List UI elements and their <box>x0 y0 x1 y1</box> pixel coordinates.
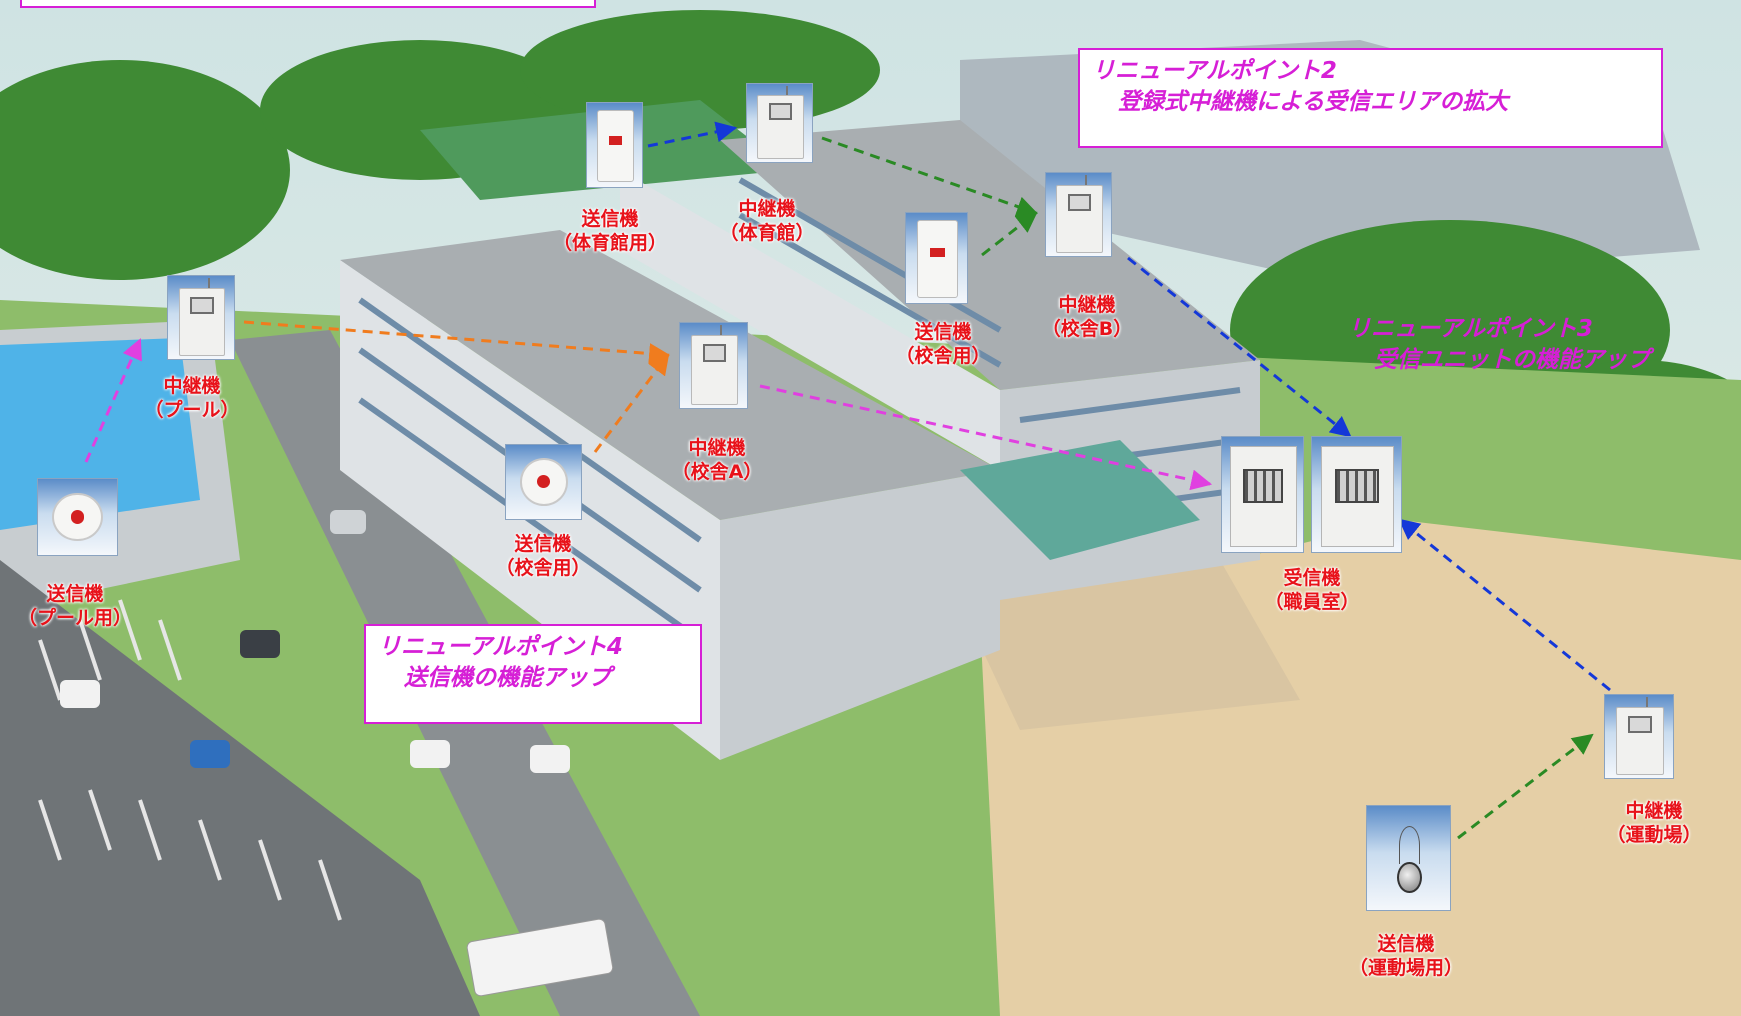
arrow-repeater-a-to-receiver-staff <box>759 384 1213 491</box>
sender-pool-icon <box>37 478 118 556</box>
repeater-pool-label: 中継機（プール） <box>144 375 240 421</box>
parked-cars <box>60 510 570 773</box>
repeater-b-label: 中継機（校舎B） <box>1041 294 1133 340</box>
renewal-point-1-box-edge <box>20 0 596 8</box>
sender-gym-icon <box>586 102 643 188</box>
receiver-staff-unit1-icon <box>1221 436 1304 553</box>
renewal-point-2-description: 登録式中継機による受信エリアの拡大 <box>1118 89 1509 115</box>
renewal-point-3-title: リニューアルポイント3 <box>1348 316 1593 342</box>
school-building-a-roof <box>340 230 1000 520</box>
renewal-point-4-description: 送信機の機能アップ <box>404 665 611 691</box>
renewal-point-2-title: リニューアルポイント2 <box>1092 58 1337 84</box>
parking-lot <box>0 560 480 1016</box>
repeater-a-icon <box>679 322 748 409</box>
arrow-repeater-pool-to-repeater-a <box>243 320 671 365</box>
repeater-pool-icon <box>167 275 235 360</box>
entrance-canopy <box>960 440 1200 560</box>
arrow-repeater-gym-to-repeater-b <box>821 136 1038 217</box>
arrow-sender-school-a-to-repeater-a <box>593 353 670 453</box>
renewal-point-4-box: リニューアルポイント4 送信機の機能アップ <box>364 624 702 724</box>
repeater-field-label: 中継機（運動場） <box>1606 800 1702 846</box>
school-building-b-roof <box>720 120 1260 390</box>
plaza <box>940 560 1300 730</box>
repeater-gym-icon <box>746 83 813 163</box>
renewal-point-3-box: リニューアルポイント3 受信ユニットの機能アップ <box>1334 306 1734 404</box>
receiver-staff-unit2-icon <box>1311 436 1402 553</box>
renewal-point-2-box: リニューアルポイント2 登録式中継機による受信エリアの拡大 <box>1078 48 1663 148</box>
sender-pool-label: 送信機（プール用） <box>17 583 132 629</box>
repeater-a-label: 中継機（校舎A） <box>671 437 763 483</box>
renewal-point-4-title: リニューアルポイント4 <box>378 634 623 660</box>
receiver-staff-label: 受信機（職員室） <box>1264 567 1360 613</box>
sender-field-label: 送信機（運動場用） <box>1348 933 1463 979</box>
sender-school-a-label: 送信機（校舎用） <box>495 533 591 579</box>
school-building-a-side <box>720 470 1000 760</box>
arrow-sender-gym-to-repeater-gym <box>647 121 738 148</box>
repeater-b-icon <box>1045 172 1112 257</box>
parking-lines <box>38 599 342 921</box>
sender-gym-label: 送信機（体育館用） <box>552 208 667 254</box>
bus <box>466 918 614 997</box>
arrow-repeater-b-to-receiver-staff <box>1127 256 1352 438</box>
school-building-b-facade <box>620 170 1000 470</box>
arrow-repeater-field-to-receiver-staff <box>1398 518 1611 692</box>
arrow-sender-pool-to-repeater-pool <box>84 338 142 463</box>
repeater-field-icon <box>1604 694 1674 779</box>
sender-school-a-icon <box>505 444 582 520</box>
repeater-gym-label: 中継機（体育館） <box>719 198 815 244</box>
arrow-sender-school-b-to-repeater-b <box>981 211 1038 257</box>
signal-arrows <box>84 121 1611 840</box>
arrow-sender-field-to-repeater-field <box>1457 733 1594 840</box>
sender-school-b-label: 送信機（校舎用） <box>895 321 991 367</box>
sender-field-icon <box>1366 805 1451 911</box>
sender-school-b-icon <box>905 212 968 304</box>
renewal-point-3-description: 受信ユニットの機能アップ <box>1374 347 1650 373</box>
